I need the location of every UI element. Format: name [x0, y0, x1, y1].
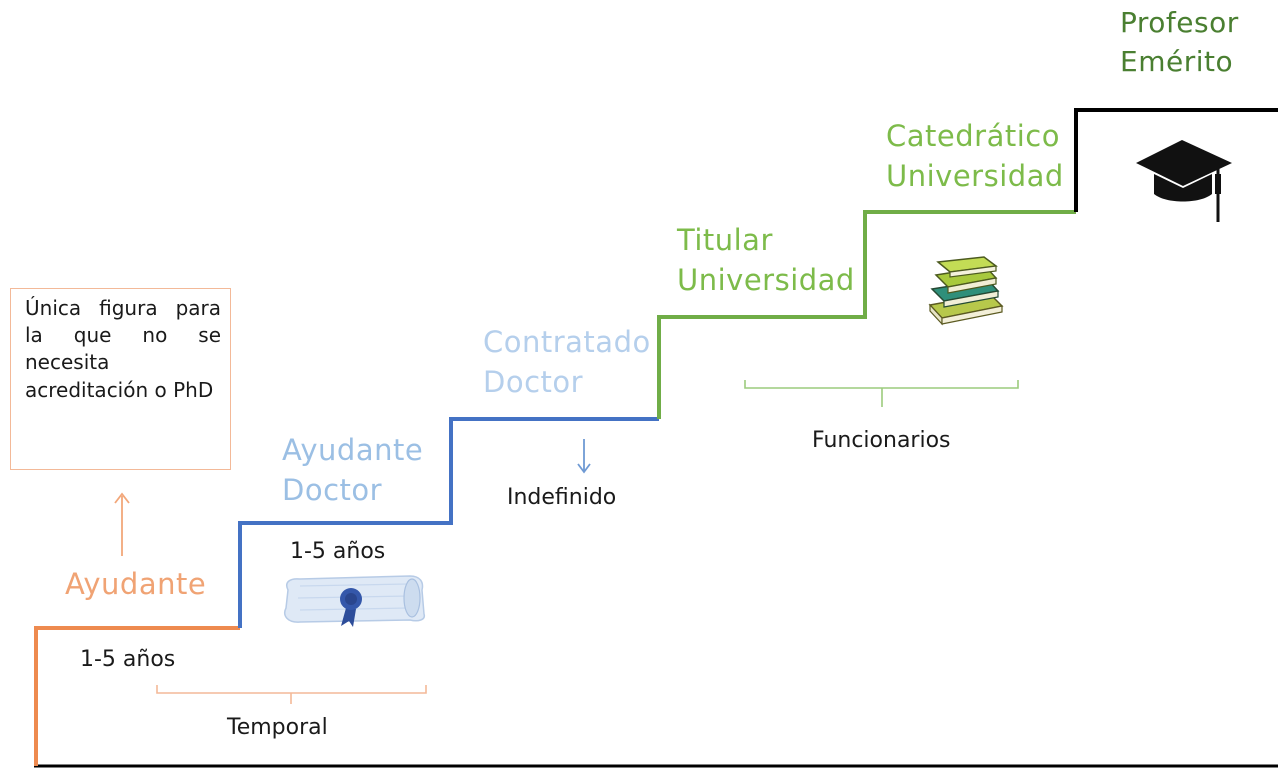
group-label-temporal: Temporal [227, 715, 328, 740]
step-ayudante [34, 626, 240, 766]
step-label-line: Profesor [1120, 6, 1239, 39]
duration-ayudante-doctor: 1-5 años [290, 539, 386, 564]
step-label-line: Catedrático [886, 119, 1060, 153]
books-stack-icon [928, 256, 1004, 326]
diploma-scroll-icon [284, 575, 426, 627]
graduation-cap-icon [1136, 140, 1232, 222]
step-label-line: Titular [677, 223, 773, 257]
step-label-line: Emérito [1120, 45, 1234, 78]
step-label-line: Universidad [886, 159, 1064, 194]
step-label-ayudante-doctor: Ayudante Doctor [282, 432, 423, 509]
step-label-ayudante: Ayudante [65, 567, 207, 601]
step-titular [657, 210, 1076, 419]
step-label-catedratico: Catedrático Universidad [886, 118, 1064, 195]
step-label-line: Doctor [282, 473, 383, 508]
down-arrow-icon [577, 439, 591, 474]
note-box: Única figura para la que no se necesita … [10, 288, 231, 470]
bracket-temporal [156, 685, 427, 704]
step-label-line: Contratado [483, 325, 651, 359]
step-label-contratado-doctor: Contratado Doctor [483, 324, 651, 401]
duration-ayudante: 1-5 años [80, 647, 176, 672]
step-label-line: Universidad [677, 263, 855, 298]
duration-contratado-doctor: Indefinido [507, 485, 617, 510]
step-label-line: Ayudante [282, 433, 424, 467]
step-label-line: Doctor [483, 365, 584, 400]
step-label-titular: Titular Universidad [677, 222, 855, 299]
step-emerito [1074, 108, 1278, 212]
note-text: Única figura para la que no se necesita … [25, 296, 221, 402]
step-label-emerito: Profesor Emérito [1120, 5, 1239, 79]
step-ayudante-doctor [238, 417, 659, 628]
group-label-funcionarios: Funcionarios [812, 428, 951, 453]
bracket-funcionarios [744, 380, 1019, 407]
up-arrow-icon [114, 492, 130, 556]
